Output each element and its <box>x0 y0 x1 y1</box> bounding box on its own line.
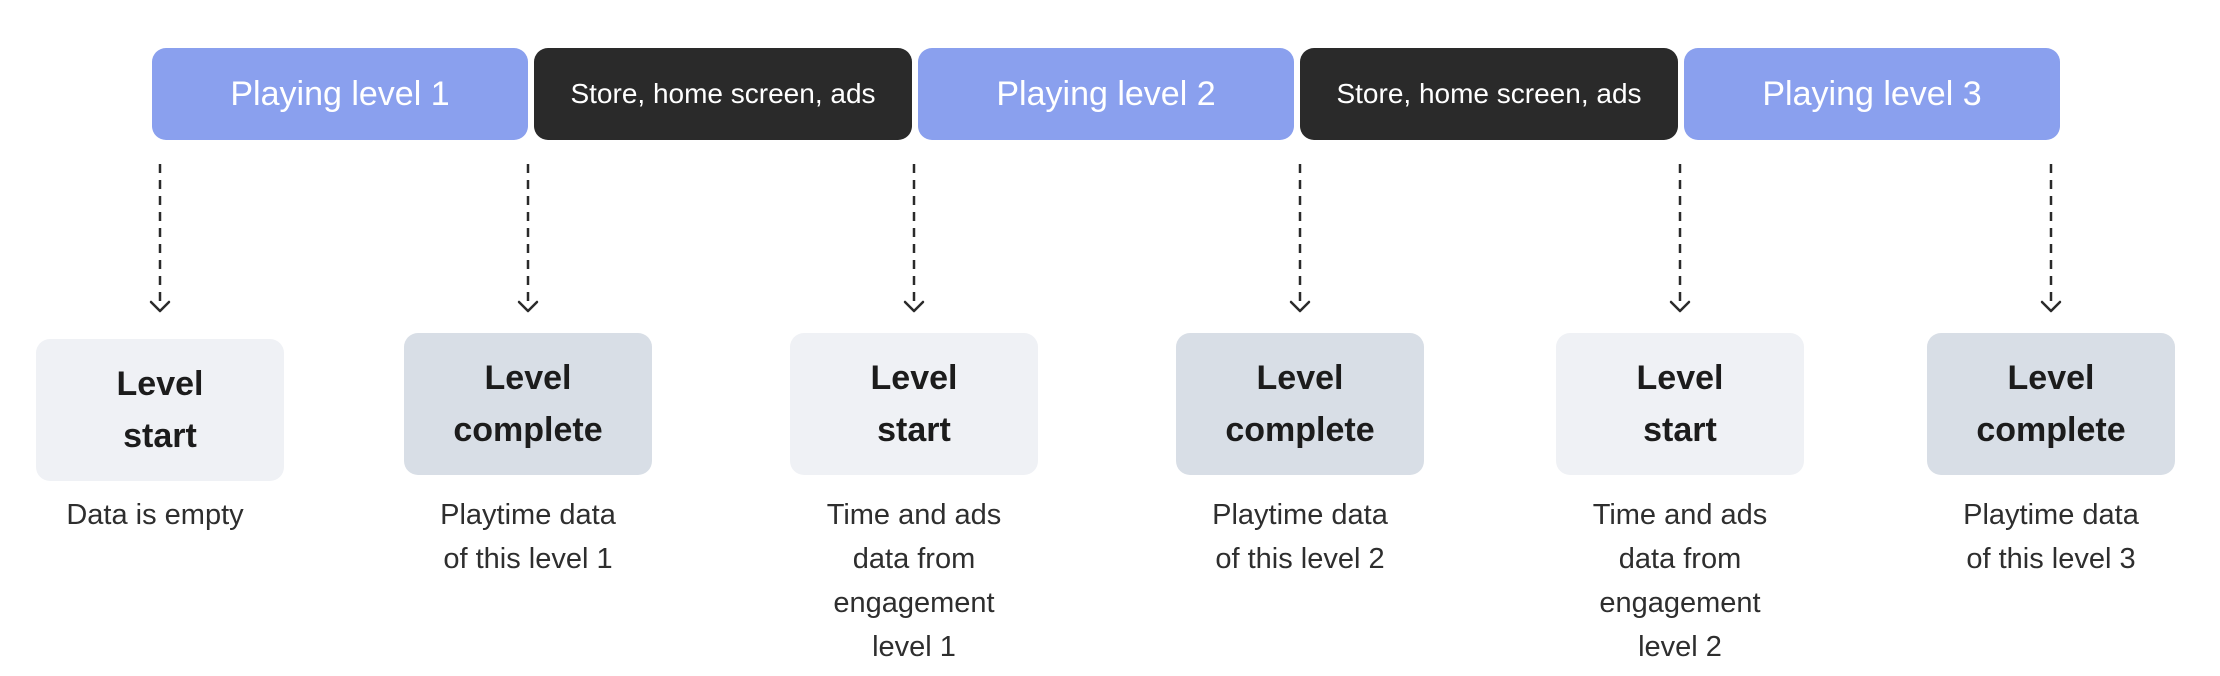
caption-line: engagement <box>833 587 995 619</box>
event-line-1: Level <box>1636 359 1724 397</box>
event-line-1: Level <box>2007 359 2095 397</box>
phase-playing-level-3: Playing level 3 <box>1684 48 2060 140</box>
arrow-head-6 <box>2040 300 2062 313</box>
caption-event-2: Playtime data of this level 1 <box>383 493 673 581</box>
event-level-start-2: Level start <box>790 333 1038 475</box>
event-level-complete-2: Level complete <box>1176 333 1424 475</box>
event-level-start-3: Level start <box>1556 333 1804 475</box>
caption-line: engagement <box>1599 587 1761 619</box>
phase-playing-level-1: Playing level 1 <box>152 48 528 140</box>
phase-store-home-ads-1: Store, home screen, ads <box>534 48 912 140</box>
event-line-2: start <box>1643 411 1717 449</box>
event-line-2: complete <box>1976 411 2126 449</box>
arrow-head-5 <box>1669 300 1691 313</box>
event-line-1: Level <box>484 359 572 397</box>
caption-line: Playtime data <box>1212 499 1388 531</box>
caption-line: Data is empty <box>66 499 244 531</box>
event-level-complete-3: Level complete <box>1927 333 2175 475</box>
caption-line: data from <box>852 543 976 575</box>
phase-playing-level-2: Playing level 2 <box>918 48 1294 140</box>
arrow-head-2 <box>517 300 539 313</box>
event-line-1: Level <box>1256 359 1344 397</box>
event-line-2: complete <box>1225 411 1375 449</box>
event-line-2: start <box>877 411 951 449</box>
event-line-1: Level <box>116 365 204 403</box>
caption-event-4: Playtime data of this level 2 <box>1155 493 1445 581</box>
phase-store-home-ads-2: Store, home screen, ads <box>1300 48 1678 140</box>
caption-line: Time and ads <box>826 499 1002 531</box>
caption-line: of this level 3 <box>1966 543 2136 575</box>
caption-event-3: Time and ads data from engagement level … <box>769 493 1059 669</box>
event-level-complete-1: Level complete <box>404 333 652 475</box>
arrow-head-1 <box>149 300 171 313</box>
caption-line: Playtime data <box>440 499 616 531</box>
event-line-2: complete <box>453 411 603 449</box>
caption-line: Playtime data <box>1963 499 2139 531</box>
caption-line: Time and ads <box>1592 499 1768 531</box>
caption-line: level 1 <box>872 631 956 663</box>
caption-event-5: Time and ads data from engagement level … <box>1535 493 1825 669</box>
event-level-start-1: Level start <box>36 339 284 481</box>
event-line-1: Level <box>870 359 958 397</box>
caption-line: level 2 <box>1638 631 1722 663</box>
caption-event-1: Data is empty <box>10 493 300 537</box>
arrow-head-4 <box>1289 300 1311 313</box>
arrow-head-3 <box>903 300 925 313</box>
caption-line: data from <box>1618 543 1742 575</box>
caption-line: of this level 2 <box>1215 543 1385 575</box>
caption-line: of this level 1 <box>443 543 613 575</box>
event-line-2: start <box>123 417 197 455</box>
caption-event-6: Playtime data of this level 3 <box>1906 493 2196 581</box>
